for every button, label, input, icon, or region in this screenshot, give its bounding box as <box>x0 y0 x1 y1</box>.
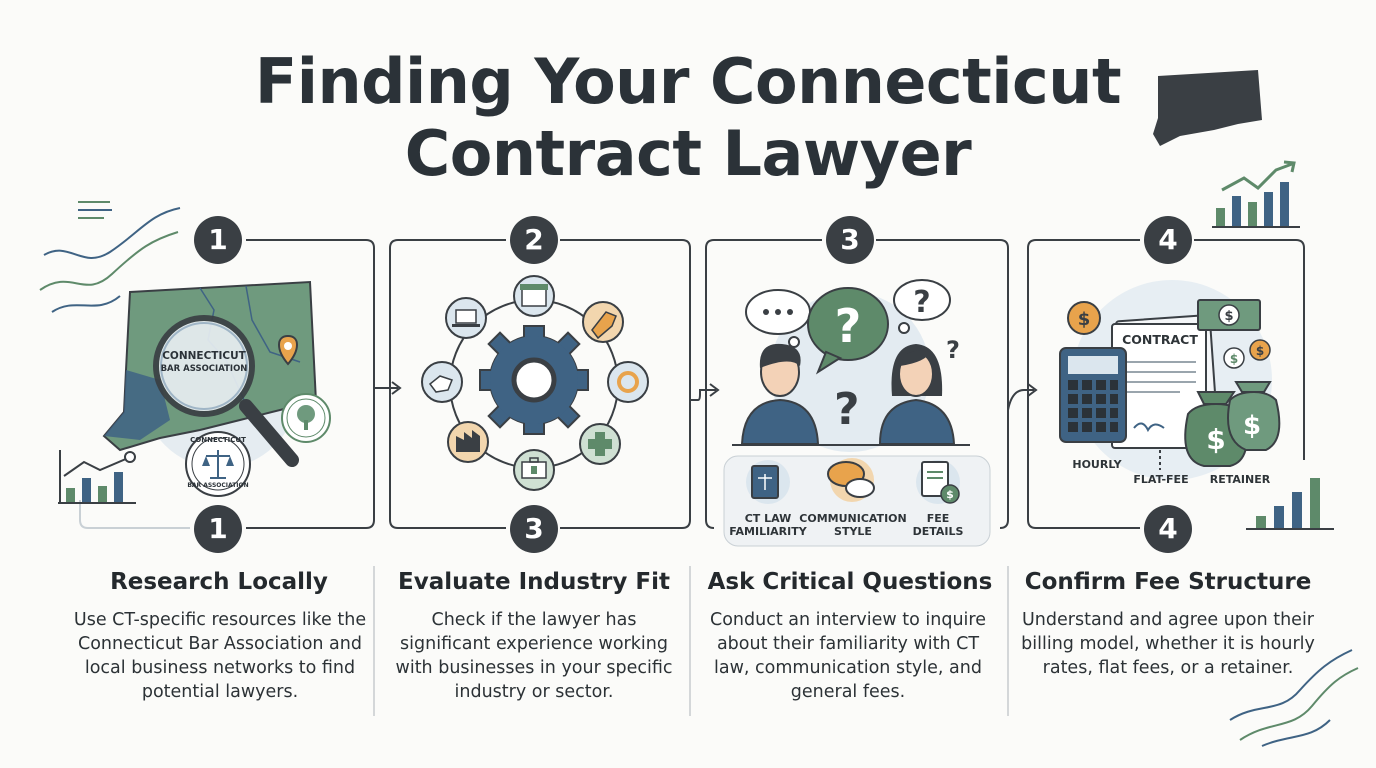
cog-icon <box>607 361 649 403</box>
svg-text:$: $ <box>1243 411 1261 441</box>
column-divider-2 <box>689 566 691 716</box>
fee-document-icon: $ <box>916 460 960 504</box>
banknote-icon: $ <box>1197 299 1261 331</box>
svg-text:$: $ <box>946 488 954 501</box>
svg-text:?: ? <box>913 285 930 320</box>
page-title-line1: Finding Your Connecticut <box>254 45 1122 118</box>
svg-text:?: ? <box>835 299 862 353</box>
magnifying-glass-icon <box>153 315 299 467</box>
step1-frame <box>79 239 375 529</box>
step2-bottom-number: 3 <box>510 505 558 553</box>
step2-top-number: 2 <box>510 216 558 264</box>
step2-title: Evaluate Industry Fit <box>398 569 670 595</box>
step1-top-number: 1 <box>194 216 242 264</box>
step3-title: Ask Critical Questions <box>707 569 993 595</box>
column-divider-3 <box>1007 566 1009 716</box>
svg-text:$: $ <box>1256 344 1264 358</box>
step4-bottom-number: 4 <box>1144 505 1192 553</box>
contract-label: CONTRACT <box>1122 332 1198 347</box>
step4-description: Understand and agree upon their billing … <box>1021 610 1315 678</box>
step2-frame <box>389 239 691 529</box>
svg-text:?: ? <box>946 336 960 364</box>
question-bubble-icon: ? <box>807 287 889 375</box>
factory-icon <box>447 421 489 463</box>
magnifier-label-line1: CONNECTICUT <box>162 350 246 362</box>
bar-chart-icon <box>58 450 136 504</box>
seal-label-bottom: BAR ASSOCIATION <box>187 482 249 489</box>
thought-bubble-right: ? <box>893 279 951 334</box>
briefcase-icon <box>513 449 555 491</box>
laptop-icon <box>445 297 487 339</box>
step1-title: Research Locally <box>110 569 328 595</box>
communication-label-line2: STYLE <box>834 525 872 538</box>
svg-text:?: ? <box>834 384 860 435</box>
step1-description: Use CT-specific resources like the Conne… <box>73 610 367 702</box>
svg-text:$: $ <box>1206 423 1225 456</box>
calculator-icon <box>1059 347 1127 443</box>
step4-title: Confirm Fee Structure <box>1024 569 1312 595</box>
page-title: Finding Your Connecticut Contract Lawyer <box>0 46 1376 190</box>
step1-bottom-number: 1 <box>194 505 242 553</box>
bar-chart-icon-right <box>1246 478 1334 530</box>
decorative-waves-right <box>1229 649 1359 747</box>
map-pin-icon <box>278 334 298 366</box>
connector-arrow-1 <box>374 381 402 395</box>
ct-law-label-line1: CT LAW <box>744 512 792 525</box>
svg-text:$: $ <box>1230 352 1238 366</box>
gear-icon <box>479 325 589 435</box>
svg-text:$: $ <box>1224 309 1233 324</box>
dollar-coin-icon: $ $ $ <box>1067 301 1271 369</box>
page-title-line2: Contract Lawyer <box>404 117 972 190</box>
chat-bubbles-icon <box>827 458 875 502</box>
decorative-waves-left <box>39 201 181 313</box>
handshake-icon <box>421 361 463 403</box>
man-avatar-icon <box>740 343 820 445</box>
growth-chart-icon <box>1212 160 1300 228</box>
woman-avatar-icon <box>878 344 956 445</box>
ct-law-label-line2: FAMILIARITY <box>729 525 807 538</box>
step4-top-number: 4 <box>1144 216 1192 264</box>
tree-seal-icon <box>281 393 331 443</box>
connecticut-state-icon <box>1153 70 1262 146</box>
magnifier-label-line2: BAR ASSOCIATION <box>160 364 248 374</box>
step3-description: Conduct an interview to inquire about th… <box>709 610 986 702</box>
step2-description: Check if the lawyer has significant expe… <box>395 610 673 702</box>
connector-arrow-3 <box>1007 383 1038 411</box>
fee-details-label-line1: FEE <box>926 512 950 525</box>
step3-frame <box>705 239 1009 529</box>
price-tag-icon <box>582 301 624 343</box>
hourly-label: HOURLY <box>1072 458 1122 471</box>
medical-cross-icon <box>579 423 621 465</box>
seal-label-top: CONNECTICUT <box>190 436 246 444</box>
svg-text:$: $ <box>1078 309 1091 330</box>
law-book-icon <box>746 460 790 504</box>
money-bag-icon: $ $ <box>1184 381 1281 467</box>
storefront-icon <box>513 275 555 317</box>
bar-association-seal-icon <box>185 431 251 497</box>
retainer-label: RETAINER <box>1209 473 1271 486</box>
communication-label-line1: COMMUNICATION <box>799 512 907 525</box>
flat-fee-label: FLAT-FEE <box>1133 473 1189 486</box>
column-divider-1 <box>373 566 375 716</box>
step3-top-number: 3 <box>826 216 874 264</box>
connector-arrow-2 <box>690 383 720 401</box>
fee-details-label-line2: DETAILS <box>912 525 964 538</box>
